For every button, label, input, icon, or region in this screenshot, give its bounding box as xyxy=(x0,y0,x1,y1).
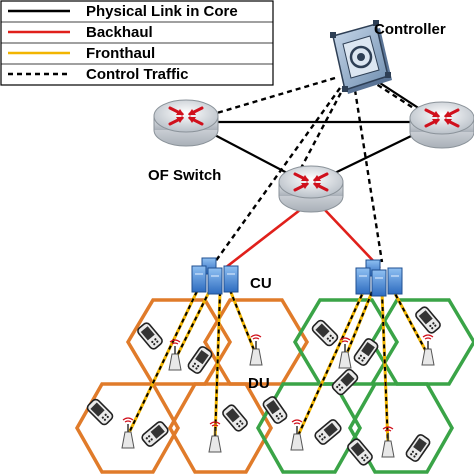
control-traffic-links xyxy=(199,76,433,263)
control-on-fronthaul xyxy=(296,287,366,439)
control-link xyxy=(369,78,433,122)
backhaul-link xyxy=(224,208,301,270)
of-switch-left xyxy=(152,98,220,148)
of-switch-label: OF Switch xyxy=(148,167,221,184)
of-switch-center xyxy=(277,164,345,214)
legend-label-fronthaul: Fronthaul xyxy=(86,45,155,62)
fronthaul-link xyxy=(228,289,258,356)
phone-icon xyxy=(186,344,214,376)
hex-cell xyxy=(74,382,181,474)
control-on-fronthaul xyxy=(381,291,389,446)
phone-icon xyxy=(220,402,250,434)
fronthaul-link xyxy=(343,291,374,359)
phone-icon xyxy=(330,367,360,397)
phone-icon xyxy=(404,432,432,464)
backhaul-links xyxy=(224,208,381,270)
antenna-icon xyxy=(290,419,304,451)
antenna-icon xyxy=(121,417,135,449)
phone-icon xyxy=(413,304,443,336)
legend-label-backhaul: Backhaul xyxy=(86,24,153,41)
control-on-fronthaul xyxy=(214,291,221,441)
hex-cell xyxy=(347,382,455,474)
legend: Physical Link in Core Backhaul Fronthaul… xyxy=(0,0,274,86)
cu-server-right xyxy=(355,259,403,297)
cu-label: CU xyxy=(250,275,272,292)
controller-icon xyxy=(330,20,392,94)
fronthaul-control-overlay xyxy=(127,284,429,446)
du-label: DU xyxy=(248,375,270,392)
phone-icon xyxy=(312,417,344,447)
control-link xyxy=(353,89,384,263)
cells-right xyxy=(255,298,474,474)
legend-label-control-traffic: Control Traffic xyxy=(86,66,189,83)
control-on-fronthaul xyxy=(174,289,211,361)
hex-cell xyxy=(255,382,363,474)
phone-icon xyxy=(135,320,165,352)
control-link xyxy=(199,76,336,120)
control-on-fronthaul xyxy=(391,287,429,356)
control-on-fronthaul xyxy=(127,284,201,436)
cu-server-left xyxy=(191,257,239,295)
controller-label: Controller xyxy=(374,21,446,38)
of-switch-right xyxy=(408,100,474,150)
control-link xyxy=(298,84,347,171)
antenna-icon xyxy=(249,334,263,366)
legend-label-core-link: Physical Link in Core xyxy=(86,3,238,20)
phone-icon xyxy=(310,318,340,348)
phone-icon xyxy=(352,336,380,368)
backhaul-link xyxy=(324,209,381,269)
phone-icon xyxy=(139,419,171,449)
hex-cell xyxy=(167,382,274,474)
